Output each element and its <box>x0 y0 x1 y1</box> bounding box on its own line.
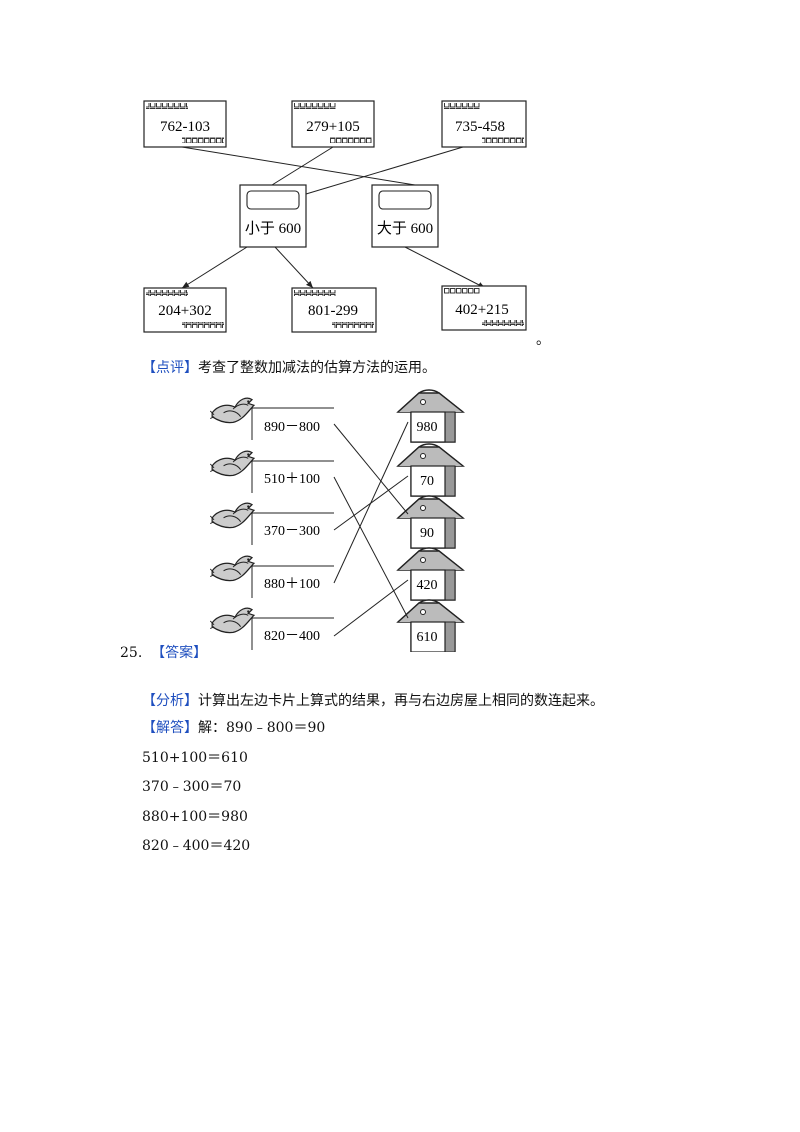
top-box-1: 762-103 <box>143 100 227 148</box>
card-row-4: 880＋100 <box>210 555 334 598</box>
card-1-text: 890－800 <box>264 420 320 435</box>
line-less-to-801 <box>274 246 314 289</box>
house-5-number: 610 <box>417 630 438 645</box>
matching-diagram: 890－800 510＋100 370－300 880＋100 820－400 … <box>210 389 464 652</box>
card-row-1: 890－800 <box>210 397 334 440</box>
card-row-3: 370－300 <box>210 502 334 545</box>
top-box-3: 735-458 <box>441 100 527 148</box>
middle-box-less-text: 小于 600 <box>245 220 301 237</box>
bird-icon <box>210 555 255 582</box>
house-1: 980 <box>397 389 464 443</box>
card-2-text: 510＋100 <box>264 472 320 487</box>
diagram-end-mark: 。 <box>536 332 550 348</box>
line-greater-to-402 <box>404 246 486 289</box>
bird-icon <box>210 397 255 424</box>
house-1-number: 980 <box>417 420 438 435</box>
solution-step-3: 370﹣300＝70 <box>142 779 242 795</box>
house-4: 420 <box>397 547 464 601</box>
bird-icon <box>210 607 255 634</box>
middle-box-less: 小于 600 <box>239 184 307 248</box>
house-4-number: 420 <box>417 578 438 593</box>
question-number: 25. <box>120 645 143 661</box>
match-880-100-to-980 <box>333 421 409 584</box>
card-row-2: 510＋100 <box>210 450 334 493</box>
house-3-number: 90 <box>420 526 434 541</box>
top-box-2: 279+105 <box>291 100 375 148</box>
middle-box-greater-text: 大于 600 <box>377 220 433 237</box>
match-510-100-to-610 <box>333 476 409 619</box>
connector-lines <box>181 146 486 289</box>
card-5-text: 820－400 <box>264 629 320 644</box>
house-5: 610 <box>397 599 464 652</box>
analysis-line: 【分析】计算出左边卡片上算式的结果，再与右边房屋上相同的数连起来。 <box>142 691 604 711</box>
match-890-800-to-90 <box>333 423 409 515</box>
card-3-text: 370－300 <box>264 524 320 539</box>
solution-step-4: 880+100＝980 <box>142 809 248 825</box>
estimation-diagram: 762-103 279+105 735-458 小于 600 大于 600 20… <box>143 100 527 333</box>
solution-line-1: 【解答】解：890﹣800＝90 <box>142 718 325 738</box>
bottom-box-3: 402+215 <box>441 285 527 331</box>
middle-box-greater: 大于 600 <box>371 184 439 248</box>
line-less-to-204 <box>181 246 248 289</box>
solution-step-2: 510+100＝610 <box>142 750 248 766</box>
comment-tag: 【点评】 <box>142 360 198 376</box>
bird-icon <box>210 502 255 529</box>
answer-tag: 【答案】 <box>151 645 208 661</box>
question-25-header: 25. 【答案】 <box>120 643 207 663</box>
bottom-box-1-text: 204+302 <box>158 303 211 319</box>
bottom-box-2: 801-299 <box>291 287 377 333</box>
comment-line: 【点评】考查了整数加减法的估算方法的运用。 <box>142 358 436 378</box>
solution-tag: 【解答】 <box>142 720 198 736</box>
bird-icon <box>210 450 255 477</box>
house-2-number: 70 <box>420 474 434 489</box>
solution-step-5: 820﹣400＝420 <box>142 838 251 854</box>
top-box-3-text: 735-458 <box>455 119 505 135</box>
card-4-text: 880＋100 <box>264 577 320 592</box>
bottom-box-1: 204+302 <box>143 287 227 333</box>
bottom-box-2-text: 801-299 <box>308 303 358 319</box>
matching-lines <box>333 421 409 637</box>
line-762-to-greater <box>181 146 416 186</box>
card-row-5: 820－400 <box>210 607 334 650</box>
line-279-to-less <box>271 146 334 186</box>
match-820-400-to-420 <box>333 579 409 637</box>
house-3: 90 <box>397 495 464 549</box>
top-box-2-text: 279+105 <box>306 119 359 135</box>
analysis-tag: 【分析】 <box>142 693 198 709</box>
house-2: 70 <box>397 443 464 497</box>
line-735-to-less <box>305 146 464 195</box>
bottom-box-3-text: 402+215 <box>455 302 508 318</box>
solution-step-1: 解：890﹣800＝90 <box>198 720 326 736</box>
top-box-1-text: 762-103 <box>160 119 210 135</box>
analysis-text: 计算出左边卡片上算式的结果，再与右边房屋上相同的数连起来。 <box>198 693 604 709</box>
comment-text: 考查了整数加减法的估算方法的运用。 <box>198 360 436 376</box>
